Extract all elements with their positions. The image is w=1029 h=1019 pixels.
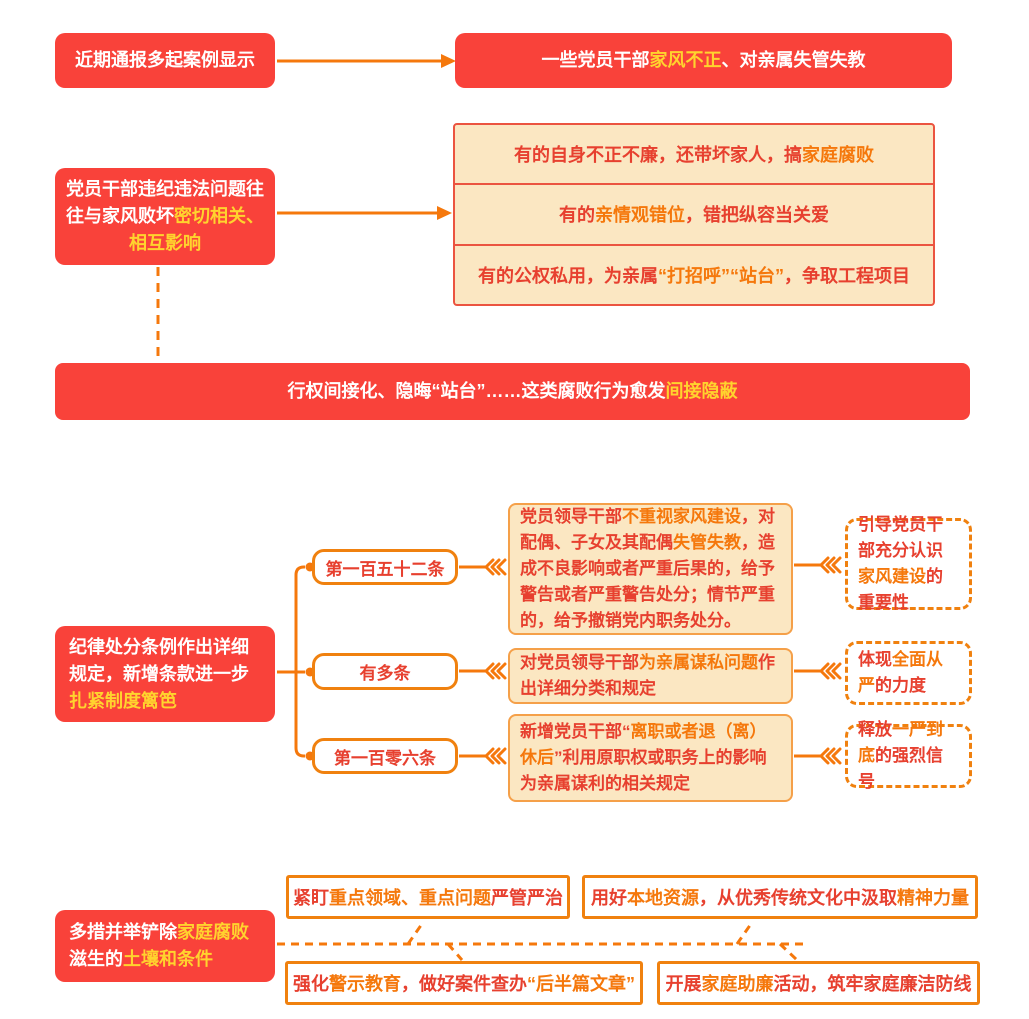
manifestation-group: 有的自身不正不廉，还带坏家人，搞家庭腐败 有的亲情观错位，错把纵容当关爱 有的公… xyxy=(453,123,935,306)
significance-note-3: 释放一严到底的强烈信号 xyxy=(845,720,972,791)
arrow-middle xyxy=(277,206,452,220)
chevron-arrow-1 xyxy=(459,558,507,576)
chevron-arrow-5 xyxy=(794,662,842,680)
significance-note-1: 引导党员干部充分认识家风建设的重要性 xyxy=(845,515,972,612)
regulation-box: 纪律处分条例作出详细规定，新增条款进一步扎紧制度篱笆 xyxy=(55,626,275,722)
manifestation-row-2: 有的亲情观错位，错把纵容当关爱 xyxy=(455,185,933,246)
measure-box-2: 用好本地资源，从优秀传统文化中汲取精神力量 xyxy=(582,875,978,919)
article-152-box: 第一百五十二条 xyxy=(312,549,458,585)
significance-note-2: 体现全面从严的力度 xyxy=(845,641,972,705)
trend-banner: 行权间接化、隐晦“站台”……这类腐败行为愈发间接隐蔽 xyxy=(55,363,970,420)
chevron-arrow-6 xyxy=(794,747,842,765)
measures-box: 多措并举铲除家庭腐败滋生的土壤和条件 xyxy=(55,910,275,982)
measure-box-4: 开展家庭助廉活动，筑牢家庭廉洁防线 xyxy=(657,961,980,1005)
measure-box-1: 紧盯重点领域、重点问题严管严治 xyxy=(286,875,570,919)
article-106-box: 第一百零六条 xyxy=(312,738,458,774)
article-152-detail: 党员领导干部不重视家风建设，对配偶、子女及其配偶失管失教，造成不良影响或者严重后… xyxy=(508,503,793,635)
multiple-articles-box: 有多条 xyxy=(312,653,458,690)
chevron-arrow-4 xyxy=(794,556,842,574)
problem-box: 党员干部违纪违法问题往往与家风败坏密切相关、相互影响 xyxy=(55,168,275,265)
arrow-top xyxy=(277,54,456,68)
multiple-articles-detail: 对党员领导干部为亲属谋私问题作出详细分类和规定 xyxy=(508,648,793,704)
dashed-connector-bottom xyxy=(277,920,806,962)
measure-box-3: 强化警示教育，做好案件查办“后半篇文章” xyxy=(285,961,643,1005)
manifestation-row-1: 有的自身不正不廉，还带坏家人，搞家庭腐败 xyxy=(455,125,933,186)
finding-box: 一些党员干部家风不正、对亲属失管失教 xyxy=(455,33,952,88)
manifestation-row-3: 有的公权私用，为亲属“打招呼”“站台”，争取工程项目 xyxy=(478,265,910,286)
chevron-arrow-2 xyxy=(459,662,507,680)
article-106-detail: 新增党员干部“离职或者退（离）休后”利用原职权或职务上的影响为亲属谋利的相关规定 xyxy=(508,714,793,802)
case-report-box: 近期通报多起案例显示 xyxy=(55,33,275,88)
chevron-arrow-3 xyxy=(459,747,507,765)
bracket-connector xyxy=(277,562,315,761)
